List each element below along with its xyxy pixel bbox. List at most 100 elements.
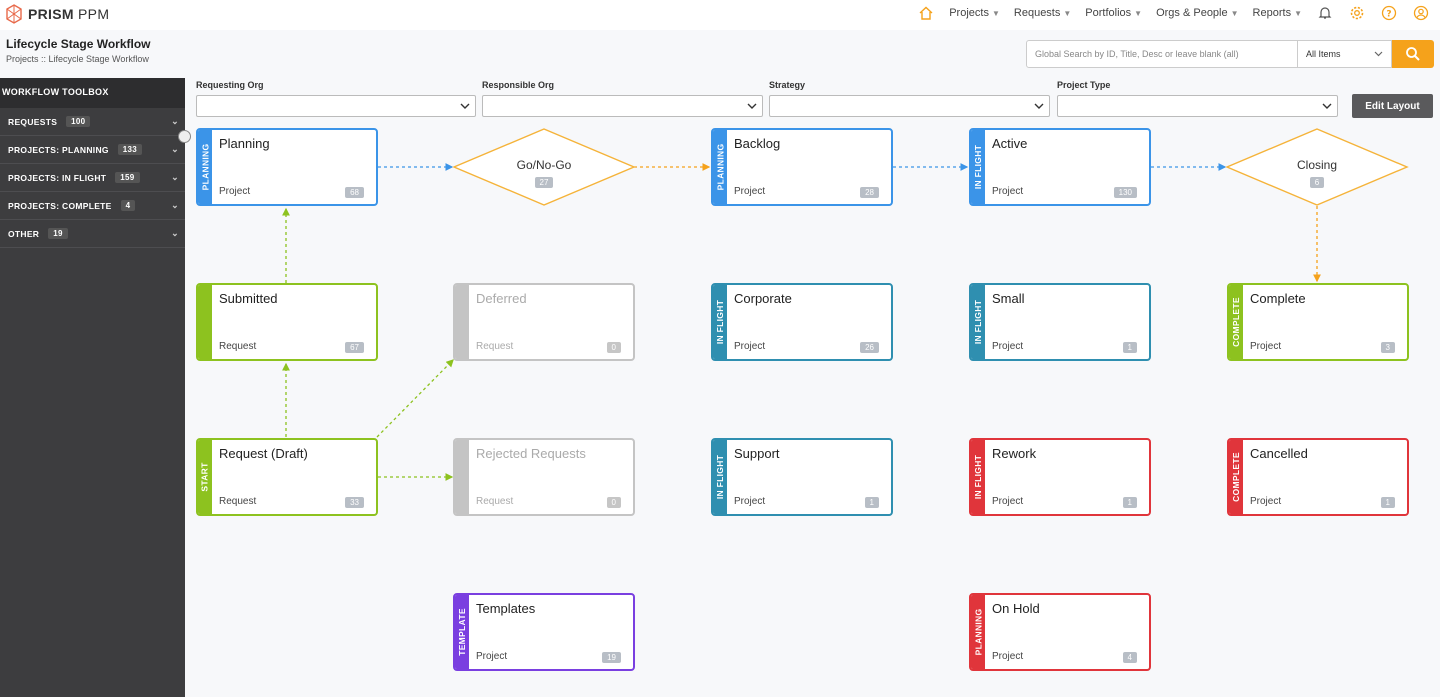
stage-type: Request [476, 496, 514, 507]
stage-title: Small [992, 291, 1025, 306]
brand-name: PRISM PPM [28, 6, 110, 22]
home-icon[interactable] [917, 4, 935, 22]
count-badge: 100 [66, 116, 91, 127]
stage-node-complete[interactable]: COMPLETE Complete Project 3 [1227, 283, 1409, 361]
chevron-down-icon: ⌄ [171, 200, 179, 210]
project-type-select[interactable] [1057, 95, 1338, 117]
stage-title: Cancelled [1250, 446, 1308, 461]
stage-type: Project [992, 651, 1024, 662]
stage-title: Request (Draft) [219, 446, 308, 461]
toolbox-item-label: REQUESTS [8, 116, 58, 127]
chevron-down-icon: ⌄ [171, 172, 179, 182]
stage-type: Project [476, 651, 508, 662]
stage-node-planning[interactable]: PLANNING Planning Project 68 [196, 128, 378, 206]
svg-text:?: ? [1386, 10, 1391, 20]
count-badge: 68 [345, 187, 364, 198]
count-badge: 130 [1113, 187, 1137, 198]
toolbox-title: WORKFLOW TOOLBOX [0, 78, 185, 108]
breadcrumb[interactable]: Projects :: Lifecycle Stage Workflow [6, 54, 149, 64]
chevron-down-icon [1034, 103, 1044, 109]
stage-title: Submitted [219, 291, 278, 306]
strategy-select[interactable] [769, 95, 1050, 117]
decision-title: Go/No-Go [516, 158, 572, 172]
count-badge: 159 [115, 172, 140, 183]
stage-node-support[interactable]: IN FLIGHT Support Project 1 [711, 438, 893, 516]
stage-node-templates[interactable]: TEMPLATE Templates Project 19 [453, 593, 635, 671]
toolbox-item-projects-planning[interactable]: PROJECTS: PLANNING 133 ⌄ [0, 136, 185, 164]
workflow-toolbox: WORKFLOW TOOLBOX REQUESTS 100 ⌄ PROJECTS… [0, 78, 185, 697]
nav-orgs-people[interactable]: Orgs & People▼ [1156, 7, 1239, 19]
decision-gonogo[interactable]: Go/No-Go 27 [494, 158, 594, 190]
decision-gonogo-shape[interactable] [452, 128, 636, 206]
stage-band: IN FLIGHT [971, 285, 985, 359]
sidebar-resize-handle[interactable] [178, 130, 191, 143]
global-search-input[interactable] [1026, 40, 1298, 68]
stage-band: IN FLIGHT [713, 285, 727, 359]
nav-projects[interactable]: Projects▼ [949, 7, 1000, 19]
nav-reports[interactable]: Reports▼ [1252, 7, 1302, 19]
stage-type: Project [219, 186, 251, 197]
global-search: All Items [1026, 40, 1434, 68]
connector-draft-deferred [376, 359, 454, 438]
toolbox-item-projects-inflight[interactable]: PROJECTS: IN FLIGHT 159 ⌄ [0, 164, 185, 192]
stage-type: Project [734, 496, 766, 507]
stage-type: Project [992, 496, 1024, 507]
count-badge: 1 [1122, 497, 1137, 508]
stage-title: Rejected Requests [476, 446, 586, 461]
count-badge: 0 [606, 497, 621, 508]
chevron-down-icon: ▼ [1063, 8, 1072, 18]
stage-node-cancelled[interactable]: COMPLETE Cancelled Project 1 [1227, 438, 1409, 516]
nav-requests[interactable]: Requests▼ [1013, 7, 1072, 19]
main-menu: Projects▼ Requests▼ Portfolios▼ Orgs & P… [917, 4, 1430, 22]
stage-node-backlog[interactable]: PLANNING Backlog Project 28 [711, 128, 893, 206]
help-icon[interactable]: ? [1380, 4, 1398, 22]
toolbox-item-requests[interactable]: REQUESTS 100 ⌄ [0, 108, 185, 136]
bell-icon[interactable] [1316, 4, 1334, 22]
decision-title: Closing [1296, 158, 1338, 172]
stage-title: Active [992, 136, 1028, 151]
toolbox-item-projects-complete[interactable]: PROJECTS: COMPLETE 4 ⌄ [0, 192, 185, 220]
filter-requesting-org: Requesting Org [196, 80, 476, 117]
stage-band: PLANNING [198, 130, 212, 204]
chevron-down-icon [460, 103, 470, 109]
stage-title: Backlog [734, 136, 781, 151]
edit-layout-button[interactable]: Edit Layout [1352, 94, 1433, 118]
stage-node-corporate[interactable]: IN FLIGHT Corporate Project 26 [711, 283, 893, 361]
stage-node-request-draft[interactable]: START Request (Draft) Request 33 [196, 438, 378, 516]
stage-type: Project [1250, 496, 1282, 507]
stage-band [455, 285, 469, 359]
stage-type: Project [734, 341, 766, 352]
toolbox-item-other[interactable]: OTHER 19 ⌄ [0, 220, 185, 248]
count-badge: 1 [1122, 342, 1137, 353]
stage-node-rework[interactable]: IN FLIGHT Rework Project 1 [969, 438, 1151, 516]
requesting-org-select[interactable] [196, 95, 476, 117]
chevron-down-icon: ▼ [1294, 8, 1302, 18]
responsible-org-select[interactable] [482, 95, 763, 117]
stage-node-rejected-requests[interactable]: Rejected Requests Request 0 [453, 438, 635, 516]
filter-responsible-org: Responsible Org [482, 80, 763, 117]
gear-icon[interactable] [1348, 4, 1366, 22]
stage-band [455, 440, 469, 514]
search-button[interactable] [1392, 40, 1434, 68]
count-badge: 1 [864, 497, 879, 508]
brand-logo[interactable]: PRISM PPM [6, 4, 109, 24]
chevron-down-icon [1322, 103, 1332, 109]
stage-node-deferred[interactable]: Deferred Request 0 [453, 283, 635, 361]
decision-closing-shape[interactable] [1225, 128, 1409, 206]
search-scope-select[interactable]: All Items [1298, 40, 1392, 68]
stage-node-submitted[interactable]: Submitted Request 67 [196, 283, 378, 361]
stage-band: IN FLIGHT [971, 440, 985, 514]
count-badge: 4 [1122, 652, 1137, 663]
stage-node-active[interactable]: IN FLIGHT Active Project 130 [969, 128, 1151, 206]
stage-band: START [198, 440, 212, 514]
stage-node-on-hold[interactable]: PLANNING On Hold Project 4 [969, 593, 1151, 671]
user-avatar-icon[interactable] [1412, 4, 1430, 22]
chevron-down-icon: ▼ [991, 8, 1000, 18]
top-navbar: PRISM PPM Projects▼ Requests▼ Portfolios… [0, 0, 1440, 30]
chevron-down-icon: ⌄ [171, 144, 179, 154]
decision-closing[interactable]: Closing 6 [1267, 158, 1367, 190]
stage-node-small[interactable]: IN FLIGHT Small Project 1 [969, 283, 1151, 361]
stage-band: IN FLIGHT [971, 130, 985, 204]
filter-label: Responsible Org [482, 80, 555, 90]
nav-portfolios[interactable]: Portfolios▼ [1085, 7, 1143, 19]
